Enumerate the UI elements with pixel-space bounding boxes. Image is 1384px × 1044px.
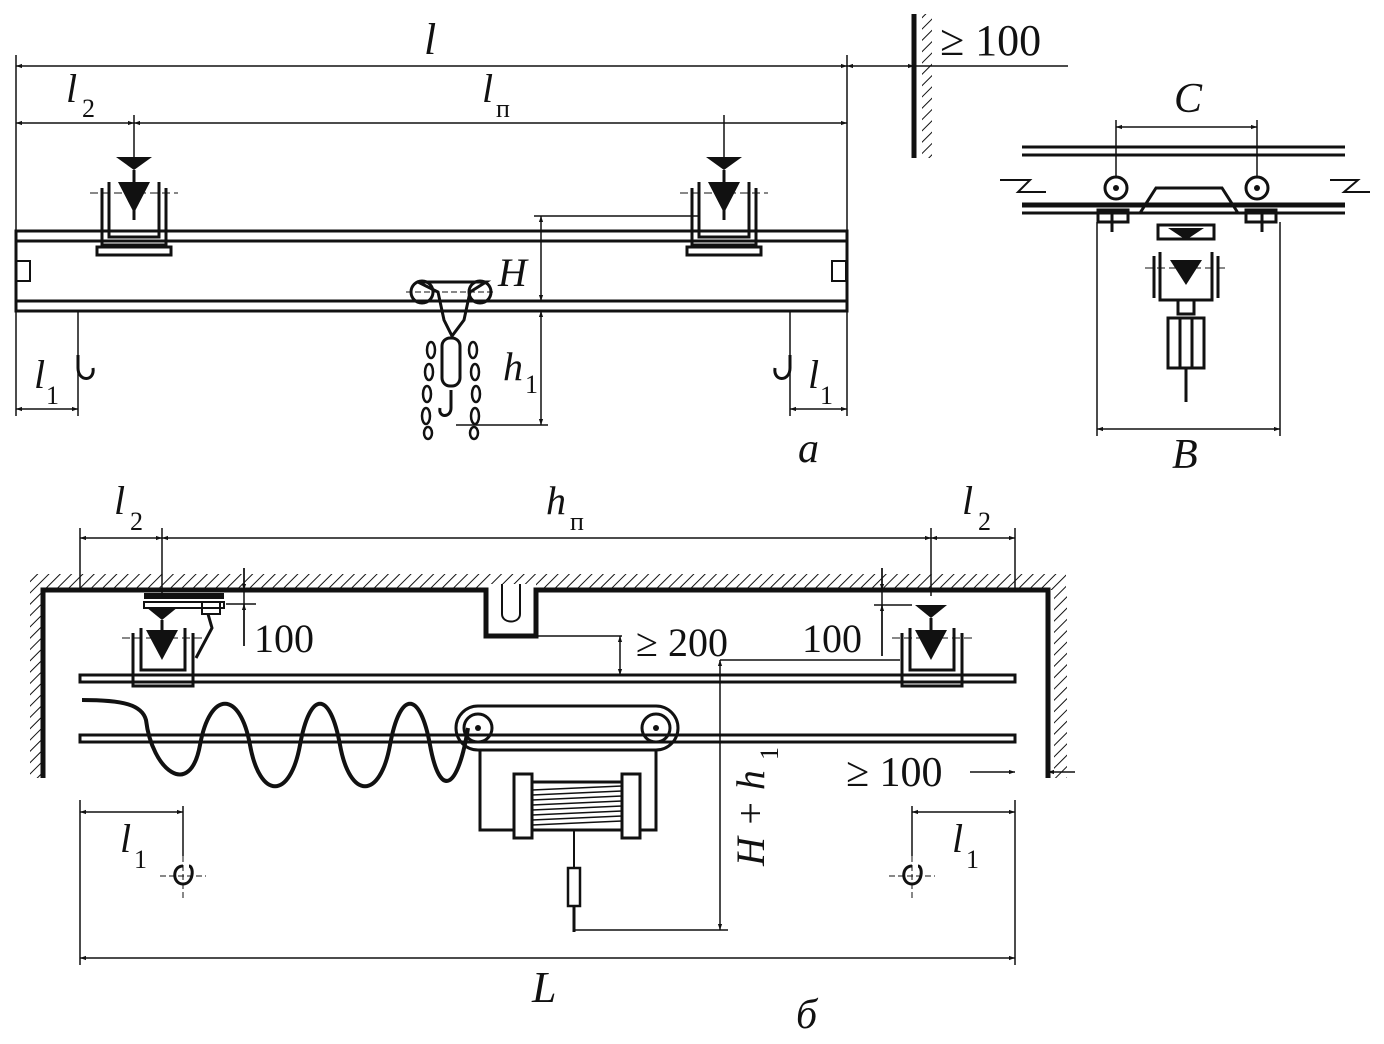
crane-rails (78, 673, 1017, 744)
dim-ge100-label: ≥ 100 (940, 16, 1041, 65)
dim-l2-sub: 2 (82, 94, 95, 123)
dim-l1-left-b-label: l (120, 816, 131, 861)
dim-l2-label: l (66, 66, 77, 111)
hoist-chain (420, 340, 482, 441)
dim-100-right-label: 100 (802, 616, 862, 661)
dim-hp-sub: п (570, 507, 584, 536)
dim-L-label: L (531, 963, 556, 1012)
hook-icon (160, 856, 206, 900)
building-wall (30, 574, 1067, 778)
dim-l1-left-sub: 1 (46, 381, 59, 410)
hook-icon (889, 856, 935, 900)
dim-lp-label: l (482, 66, 493, 111)
dim-100-left-label: 100 (254, 616, 314, 661)
dim-l2-right-sub: 2 (978, 507, 991, 536)
view-b-caption: б (796, 992, 819, 1038)
dim-B-label: B (1172, 432, 1198, 478)
trolley-hoist (454, 704, 680, 932)
dimensions-a (15, 55, 1068, 426)
runway-beam (1000, 145, 1370, 215)
dim-l1-right-b-sub: 1 (966, 845, 979, 874)
dim-l1-right-sub: 1 (820, 381, 833, 410)
crane-beam (14, 229, 849, 313)
dim-ge200-label: ≥ 200 (636, 620, 728, 665)
dim-hp-label: h (546, 478, 566, 523)
trolley-side (1096, 175, 1278, 402)
dim-l1-left-b-sub: 1 (134, 845, 147, 874)
dim-l1-right-b-label: l (952, 816, 963, 861)
dim-Hh1-sub: 1 (755, 747, 784, 760)
festoon-cable (81, 698, 470, 789)
end-truck-left-b (122, 593, 225, 688)
end-truck-left (90, 157, 178, 257)
dim-l2-left-sub: 2 (130, 507, 143, 536)
dimensions-b (79, 528, 1075, 965)
dim-Hh1-group: H + h 1 (728, 747, 784, 867)
dim-l-label: l (424, 15, 436, 64)
dim-h1-label: h (503, 344, 523, 389)
end-truck-right-b (892, 605, 972, 688)
dim-Hh1-label: H + h (728, 770, 773, 867)
dim-C-label: C (1174, 76, 1203, 122)
dim-h1-sub: 1 (525, 370, 538, 399)
dim-l1-right-label: l (808, 352, 819, 397)
hook-icon (773, 355, 792, 380)
dim-H-label: H (497, 250, 529, 295)
wall-a (911, 14, 932, 158)
dim-l2-left-label: l (114, 478, 125, 523)
dim-l1-left-label: l (34, 352, 45, 397)
view-b: l 2 h п l 2 100 ≥ 200 100 H + h 1 ≥ 100 … (30, 478, 1075, 1038)
dim-ge100-wall-label: ≥ 100 (846, 750, 943, 796)
hoist-drum-rope (531, 785, 623, 826)
side-view: C B (1000, 76, 1370, 478)
dimensions-side (1096, 120, 1281, 436)
hook-icon (76, 355, 95, 380)
view-a-caption: а (798, 426, 819, 472)
dim-lp-sub: п (496, 94, 510, 123)
view-a: l l 2 l п ≥ 100 H h 1 l 1 l 1 а (14, 14, 1068, 472)
chain-hoist (406, 279, 496, 441)
dim-l2-right-label: l (962, 478, 973, 523)
